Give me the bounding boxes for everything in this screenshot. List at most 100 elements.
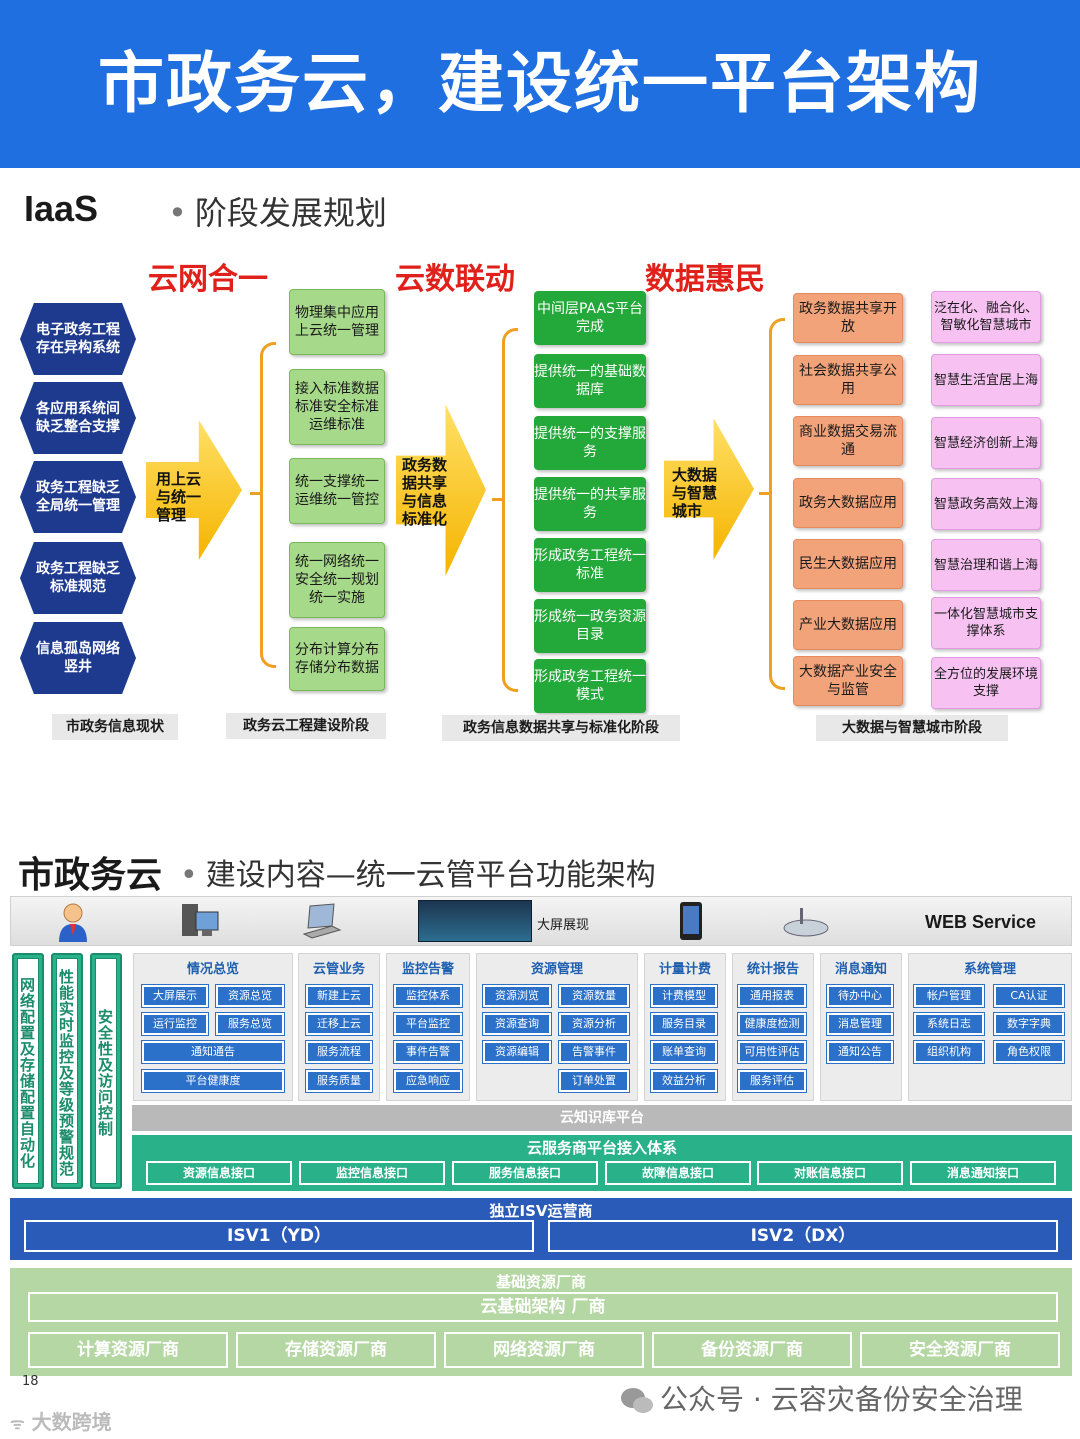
func-button[interactable]: 通知通告 [141,1040,285,1064]
func-button[interactable]: 资源总览 [215,984,285,1008]
func-button[interactable]: 系统日志 [913,1012,985,1036]
brace [502,328,518,692]
interface-button[interactable]: 资源信息接口 [146,1161,292,1185]
func-button[interactable]: 监控体系 [393,984,463,1008]
stage2-box: 形成政务工程统一模式 [534,659,646,713]
stage-label: 市政务信息现状 [52,714,178,740]
func-button[interactable]: 资源编辑 [482,1040,552,1064]
func-button[interactable]: CA认证 [993,984,1065,1008]
interface-button[interactable]: 监控信息接口 [299,1161,445,1185]
phase-title-1: 云网合一 [148,262,268,297]
func-button[interactable]: 角色权限 [993,1040,1065,1064]
func-column-head: 云管业务 [312,962,365,977]
interface-button[interactable]: 消息通知接口 [910,1161,1056,1185]
func-column-head: 统计报告 [746,962,799,977]
func-button[interactable]: 应急响应 [393,1069,463,1093]
func-column-head: 计量计费 [658,962,711,977]
brace-nub [759,492,769,495]
resource-vendor-button[interactable]: 备份资源厂商 [652,1332,852,1368]
stage3-box: 政务大数据应用 [793,478,903,528]
user-icon [56,902,90,946]
func-button[interactable]: 效益分析 [650,1069,718,1093]
func-button[interactable]: 通知公告 [826,1040,894,1064]
func-column-head: 监控告警 [401,962,454,977]
status-hex: 政务工程缺乏标准规范 [20,542,136,614]
func-button[interactable]: 服务质量 [305,1069,373,1093]
func-button[interactable]: 数字字典 [993,1012,1065,1036]
func-button[interactable]: 大屏展示 [141,984,209,1008]
stage3-box: 民生大数据应用 [793,539,903,589]
stage-label: 大数据与智慧城市阶段 [816,715,1008,741]
vertical-bar-security: 安全性及访问控制 [90,953,122,1189]
stage-label: 政务信息数据共享与标准化阶段 [442,715,680,741]
arrow-label: 大数据与智慧城市 [672,466,718,520]
stage4-box: 智慧生活宜居上海 [931,354,1041,406]
func-button[interactable]: 服务流程 [305,1040,373,1064]
cloud-infra-vendor[interactable]: 云基础架构 厂商 [28,1292,1058,1322]
stage1-box: 统一支撑统一运维统一管控 [289,458,385,524]
isv-title: 独立ISV运营商 [489,1202,593,1220]
isv-button[interactable]: ISV1（YD） [24,1220,534,1252]
func-button[interactable]: 消息管理 [826,1012,894,1036]
func-button[interactable]: 服务评估 [737,1069,807,1093]
stage3-box: 政务数据共享开放 [793,293,903,343]
laptop-icon [302,900,342,944]
func-button[interactable]: 平台监控 [393,1012,463,1036]
section2-label: 市政务云 [18,855,163,896]
status-hex: 信息孤岛网络竖井 [20,622,136,694]
resource-vendor-button[interactable]: 计算资源厂商 [28,1332,228,1368]
server-desktop-icon [178,900,220,946]
func-button[interactable]: 告警事件 [558,1040,630,1064]
func-button[interactable]: 资源查询 [482,1012,552,1036]
interface-button[interactable]: 故障信息接口 [605,1161,751,1185]
func-column-head: 情况总览 [186,962,239,977]
func-button[interactable]: 迁移上云 [305,1012,373,1036]
func-button[interactable]: 组织机构 [913,1040,985,1064]
stage2-box: 形成政务工程统一标准 [534,538,646,592]
func-button[interactable]: 平台健康度 [141,1069,285,1093]
func-button[interactable]: 服务目录 [650,1012,718,1036]
func-button[interactable]: 待办中心 [826,984,894,1008]
brace-nub [492,498,502,501]
tablet-icon [678,900,704,946]
brand-logo: ᯤ 大数跨境 [10,1410,112,1434]
stage2-box: 形成统一政务资源目录 [534,599,646,653]
resource-vendor-button[interactable]: 网络资源厂商 [444,1332,644,1368]
web-service-label: WEB Service [925,912,1037,932]
wechat-watermark: 公众号 · 云容灾备份安全治理 [620,1378,1023,1418]
stage1-box: 物理集中应用上云统一管理 [289,289,385,355]
stage2-box: 提供统一的共享服务 [534,477,646,531]
func-button[interactable]: 帐户管理 [913,984,985,1008]
big-screen-label: 大屏展现 [537,918,590,933]
func-button[interactable]: 服务总览 [215,1012,285,1036]
func-button[interactable]: 可用性评估 [737,1040,807,1064]
func-button[interactable]: 账单查询 [650,1040,718,1064]
knowledge-platform-bar: 云知识库平台 [132,1105,1072,1131]
interface-button[interactable]: 服务信息接口 [452,1161,598,1185]
interface-button[interactable]: 对账信息接口 [757,1161,903,1185]
func-button[interactable]: 计费模型 [650,984,718,1008]
stage4-box: 泛在化、融合化、智敏化智慧城市 [931,291,1041,343]
base-resource-title: 基础资源厂商 [495,1273,586,1291]
brace [769,318,785,690]
page-title: 市政务云，建设统一平台架构 [98,45,982,122]
func-button[interactable]: 资源分析 [558,1012,630,1036]
resource-vendor-button[interactable]: 安全资源厂商 [860,1332,1060,1368]
section1-subtitle: •阶段发展规划 [168,194,387,232]
func-button[interactable]: 健康度检测 [737,1012,807,1036]
resource-vendor-button[interactable]: 存储资源厂商 [236,1332,436,1368]
func-column-head: 消息通知 [834,962,887,977]
phase-title-3: 数据惠民 [645,262,765,297]
status-hex: 政务工程缺乏全局统一管理 [20,461,136,533]
isv-button[interactable]: ISV2（DX） [548,1220,1058,1252]
func-button[interactable]: 事件告警 [393,1040,463,1064]
func-button[interactable]: 运行监控 [141,1012,209,1036]
service-access-title: 云服务商平台接入体系 [526,1139,677,1157]
func-button[interactable]: 资源浏览 [482,984,552,1008]
status-hex: 电子政务工程存在异构系统 [20,303,136,375]
func-button[interactable]: 资源数量 [558,984,630,1008]
stage2-box: 提供统一的支撑服务 [534,416,646,470]
func-button[interactable]: 通用报表 [737,984,807,1008]
func-button[interactable]: 订单处置 [558,1069,630,1093]
func-button[interactable]: 新建上云 [305,984,373,1008]
